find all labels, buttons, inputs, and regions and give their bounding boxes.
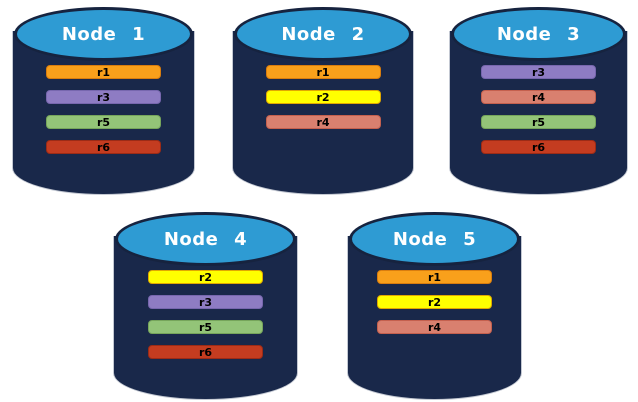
replica-list: r1 r2 r4 [347, 270, 522, 334]
replica-bar-r5: r5 [481, 115, 596, 129]
cylinder-top-ellipse: Node 1 [14, 7, 193, 61]
replica-list: r1 r2 r4 [232, 65, 414, 129]
node-cylinder-1: Node 1 r1 r3 r5 r6 [12, 7, 195, 195]
node-title: Node 4 [163, 228, 248, 250]
replica-bar-r2: r2 [148, 270, 263, 284]
replica-bar-r6: r6 [148, 345, 263, 359]
replica-bar-r3: r3 [46, 90, 161, 104]
replica-bar-r5: r5 [46, 115, 161, 129]
replica-bar-r2: r2 [377, 295, 492, 309]
replica-bar-r2: r2 [265, 90, 381, 104]
node-title: Node 1 [61, 23, 146, 45]
node-cylinder-3: Node 3 r3 r4 r5 r6 [449, 7, 628, 195]
replica-bar-r3: r3 [481, 65, 596, 79]
replica-bar-r4: r4 [377, 320, 492, 334]
cylinder-top-ellipse: Node 5 [349, 212, 520, 266]
cylinder-top-ellipse: Node 3 [451, 7, 626, 61]
replica-bar-r4: r4 [481, 90, 596, 104]
replica-bar-r4: r4 [265, 115, 381, 129]
replica-list: r2 r3 r5 r6 [113, 270, 298, 359]
replica-bar-r3: r3 [148, 295, 263, 309]
cylinder-top-ellipse: Node 2 [234, 7, 412, 61]
replica-bar-r6: r6 [481, 140, 596, 154]
cylinder-top-ellipse: Node 4 [115, 212, 296, 266]
node-title: Node 3 [496, 23, 581, 45]
node-title: Node 2 [281, 23, 365, 45]
replica-list: r3 r4 r5 r6 [449, 65, 628, 154]
replica-bar-r1: r1 [265, 65, 381, 79]
replica-bar-r1: r1 [377, 270, 492, 284]
replica-bar-r5: r5 [148, 320, 263, 334]
node-cylinder-4: Node 4 r2 r3 r5 r6 [113, 212, 298, 400]
replica-bar-r1: r1 [46, 65, 161, 79]
replica-bar-r6: r6 [46, 140, 161, 154]
node-title: Node 5 [392, 228, 477, 250]
replica-list: r1 r3 r5 r6 [12, 65, 195, 154]
node-cylinder-2: Node 2 r1 r2 r4 [232, 7, 414, 195]
node-cylinder-5: Node 5 r1 r2 r4 [347, 212, 522, 400]
